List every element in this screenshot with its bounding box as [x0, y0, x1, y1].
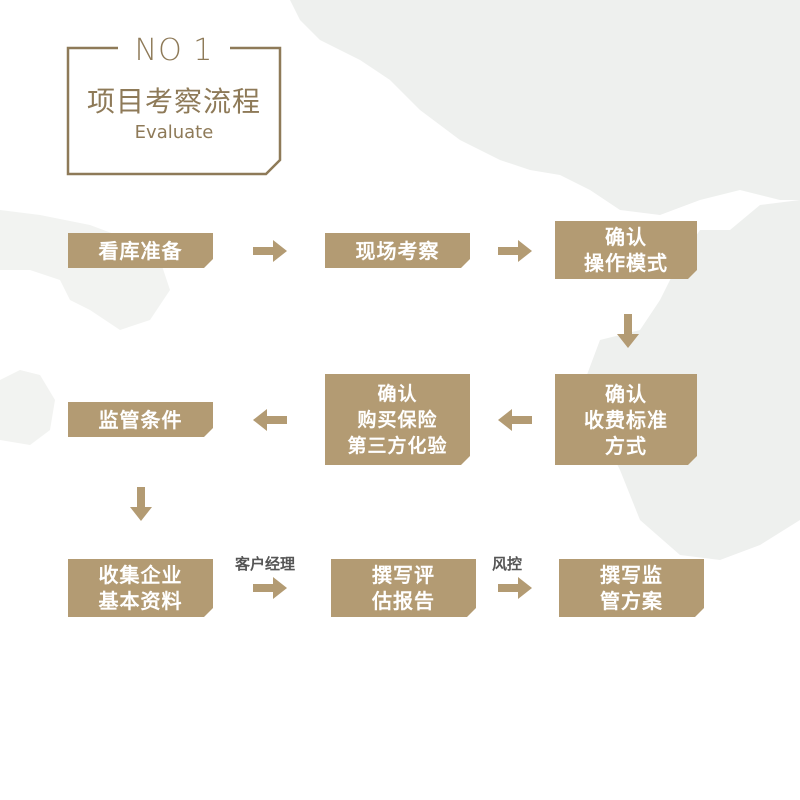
edge-label-account-manager: 客户经理 [235, 555, 296, 573]
arrow-left-icon [253, 409, 287, 431]
edge-label-risk-control: 风控 [492, 555, 523, 573]
arrow-right-icon [498, 577, 532, 599]
arrow-right-icon [498, 240, 532, 262]
step-9-box: 撰写监 管方案 [559, 559, 704, 617]
step-6-box: 监管条件 [68, 402, 213, 437]
page-title: 项目考察流程 [86, 85, 261, 118]
step-4-box: 确认 收费标准 方式 [555, 374, 697, 465]
arrow-down-icon [617, 314, 639, 348]
page-subtitle: Evaluate [134, 122, 214, 143]
arrow-left-icon [498, 409, 532, 431]
title-frame-border [66, 46, 282, 176]
arrow-right-icon [253, 240, 287, 262]
step-3-box: 确认 操作模式 [555, 221, 697, 279]
arrow-down-icon [130, 487, 152, 521]
step-5-box: 确认 购买保险 第三方化验 [325, 374, 470, 465]
step-2-box: 现场考察 [325, 233, 470, 268]
step-1-box: 看库准备 [68, 233, 213, 268]
step-8-box: 撰写评 估报告 [331, 559, 476, 617]
step-7-box: 收集企业 基本资料 [68, 559, 213, 617]
title-frame: NO 1 项目考察流程 Evaluate [66, 30, 282, 176]
section-number: NO 1 [134, 33, 214, 68]
arrow-right-icon [253, 577, 287, 599]
